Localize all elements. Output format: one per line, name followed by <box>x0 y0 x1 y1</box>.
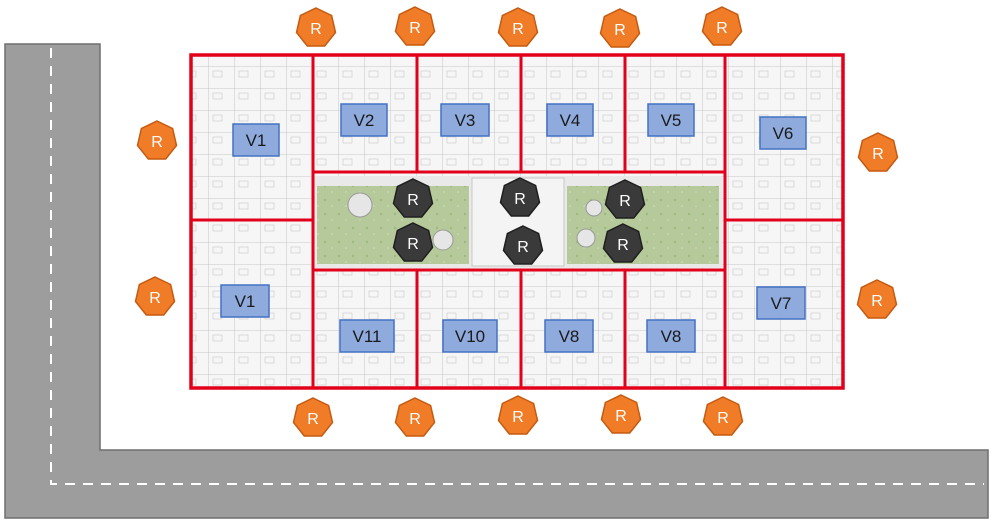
sensor-icon-inner: R <box>602 223 644 263</box>
sensor-icon-outer: R <box>600 394 642 434</box>
sensor-icon-outer: R <box>857 132 899 172</box>
road-surface <box>4 43 989 519</box>
sensor-label: R <box>619 193 631 210</box>
unit-label-v2: V2 <box>340 103 388 137</box>
sensor-icon-inner: R <box>502 225 544 265</box>
unit-label-box <box>544 319 594 353</box>
road <box>4 43 989 519</box>
sensor-label: R <box>517 239 529 256</box>
unit-label-box <box>440 103 490 137</box>
outer-sensors: R R R R R R R R R R R R R R <box>134 6 899 437</box>
sensor-icon-outer: R <box>497 7 539 47</box>
unit-label-text: V2 <box>354 111 375 130</box>
sensor-label: R <box>409 20 421 37</box>
sensor-label: R <box>512 21 524 38</box>
sensor-label: R <box>617 237 629 254</box>
sensor-label: R <box>149 290 161 307</box>
unit-label-text: V3 <box>455 111 476 130</box>
unit-label-box <box>756 286 806 320</box>
unit-label-text: V4 <box>560 111 581 130</box>
sensor-icon-outer: R <box>599 8 641 48</box>
unit-label-v1-bottom: V1 <box>220 284 270 318</box>
sensor-label: R <box>407 192 419 209</box>
sensor-icon-outer: R <box>394 6 436 46</box>
sensor-icon-outer: R <box>701 6 743 46</box>
unit-label-box <box>759 116 807 150</box>
building-boundary <box>189 53 845 390</box>
unit-label-box <box>339 319 395 353</box>
unit-label-text: V5 <box>661 111 682 130</box>
tree-icon <box>432 229 454 251</box>
unit-label-v1-top: V1 <box>232 123 280 157</box>
sensor-label: R <box>871 293 883 310</box>
sensor-icon-outer: R <box>292 397 334 437</box>
sensor-label: R <box>151 134 163 151</box>
sensor-icon-inner: R <box>392 222 434 262</box>
unit-boundary <box>311 170 727 272</box>
unit-label-text: V1 <box>246 131 267 150</box>
sensor-icon-inner: R <box>499 177 541 217</box>
sensor-label: R <box>514 191 526 208</box>
unit-label-v8-right: V8 <box>646 319 696 353</box>
unit-label-text: V8 <box>559 327 580 346</box>
unit-label-text: V7 <box>771 294 792 313</box>
unit-label-box <box>220 284 270 318</box>
sensor-label: R <box>310 21 322 38</box>
unit-boundaries <box>189 53 845 390</box>
unit-label-box <box>340 103 388 137</box>
unit-label-v7: V7 <box>756 286 806 320</box>
sensor-label: R <box>614 22 626 39</box>
sensor-icon-outer: R <box>702 396 744 436</box>
unit-label-box <box>647 103 695 137</box>
unit-label-text: V8 <box>661 327 682 346</box>
sensor-label: R <box>615 408 627 425</box>
sensor-icon-outer: R <box>856 279 898 319</box>
unit-label-box <box>232 123 280 157</box>
tree-icon <box>585 199 603 217</box>
sensor-label: R <box>512 409 524 426</box>
sensor-icon-outer: R <box>394 397 436 437</box>
unit-label-text: V11 <box>353 327 382 346</box>
sensor-label: R <box>872 146 884 163</box>
inner-sensors: R R R R R R <box>392 177 646 265</box>
unit-label-v8-left: V8 <box>544 319 594 353</box>
sensor-icon-inner: R <box>392 178 434 218</box>
tree-icon <box>347 192 373 218</box>
garden-left <box>317 186 469 264</box>
unit-label-box <box>442 319 498 353</box>
unit-label-v3: V3 <box>440 103 490 137</box>
unit-label-text: V1 <box>235 292 256 311</box>
road-marking <box>50 48 984 485</box>
sensor-icon-inner: R <box>604 179 646 219</box>
unit-label-text: V10 <box>455 327 485 346</box>
sensor-label: R <box>307 411 319 428</box>
unit-label-box <box>646 319 696 353</box>
unit-label-text: V6 <box>773 124 794 143</box>
unit-label-v11: V11 <box>339 319 395 353</box>
sensor-label: R <box>409 411 421 428</box>
sensor-label: R <box>716 20 728 37</box>
sensor-icon-outer: R <box>295 7 337 47</box>
sensor-icon-outer: R <box>497 395 539 435</box>
sensor-icon-outer: R <box>136 120 178 160</box>
unit-label-v10: V10 <box>442 319 498 353</box>
sensor-icon-outer: R <box>134 276 176 316</box>
unit-label-v5: V5 <box>647 103 695 137</box>
tree-icon <box>576 228 596 248</box>
unit-label-v6: V6 <box>759 116 807 150</box>
unit-label-box <box>546 103 594 137</box>
sensor-label: R <box>407 236 419 253</box>
unit-label-v4: V4 <box>546 103 594 137</box>
sensor-label: R <box>717 410 729 427</box>
